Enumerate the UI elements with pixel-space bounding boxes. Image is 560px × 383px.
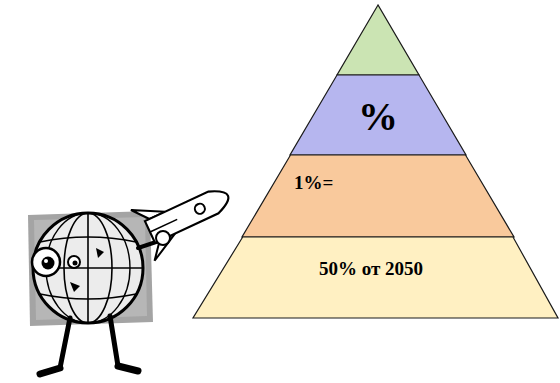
pyramid-band: % [290, 75, 466, 155]
globe-character [28, 170, 240, 374]
pyramid-band: 1%= [242, 155, 514, 237]
band-label: % [358, 95, 398, 139]
band-shape [242, 155, 514, 237]
band-label: 1%= [294, 173, 333, 194]
band-label: 50% от 2050 [319, 259, 423, 280]
pyramid-band: 50% от 2050 [193, 237, 558, 318]
pyramid-top [337, 5, 419, 75]
